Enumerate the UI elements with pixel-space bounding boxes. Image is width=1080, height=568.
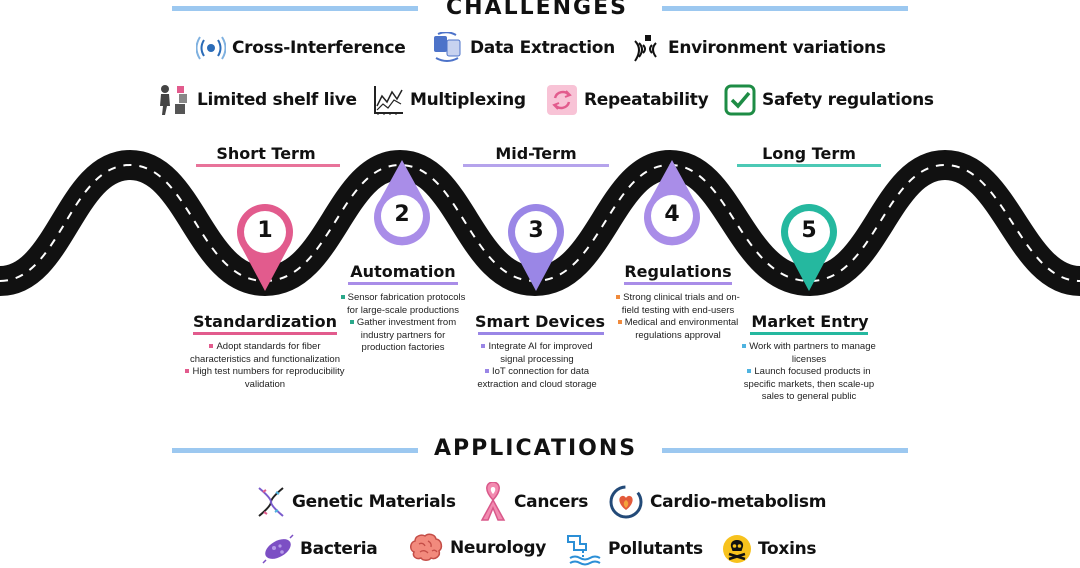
challenge-label: Limited shelf live xyxy=(197,90,357,110)
challenge-label: Safety regulations xyxy=(762,90,934,110)
application-cancers: Cancers xyxy=(478,482,588,522)
bullet: Launch focused products in specific mark… xyxy=(743,366,875,402)
stage-3-underline xyxy=(478,332,604,335)
dna-icon xyxy=(258,487,284,517)
term-short: Short Term xyxy=(216,144,316,163)
skull-hazard-icon xyxy=(723,535,751,563)
applications-rule-right xyxy=(662,448,908,453)
applications-rule-left xyxy=(172,448,418,453)
application-neurology: Neurology xyxy=(408,532,546,564)
application-label: Genetic Materials xyxy=(292,492,456,512)
applications-title: APPLICATIONS xyxy=(434,436,638,461)
bullet: Medical and environmental regulations ap… xyxy=(612,317,744,342)
stage-1-number: 1 xyxy=(257,218,273,243)
brain-icon xyxy=(410,533,443,561)
bullet: Strong clinical trials and on-field test… xyxy=(612,292,744,317)
challenge-environment-variations: Environment variations xyxy=(632,33,886,63)
application-pollutants: Pollutants xyxy=(566,532,703,566)
challenge-repeatability: Repeatability xyxy=(546,84,709,116)
ribbon-icon xyxy=(480,482,506,521)
stage-1-underline xyxy=(193,332,337,335)
term-long-line xyxy=(737,164,881,167)
stage-2-bullets: Sensor fabrication protocols for large-s… xyxy=(340,292,466,355)
bullet: Integrate AI for improved signal process… xyxy=(472,341,602,366)
challenge-label: Repeatability xyxy=(584,90,709,110)
term-mid-line xyxy=(463,164,609,167)
stage-4-bullets: Strong clinical trials and on-field test… xyxy=(612,292,744,342)
stage-5-bullets: Work with partners to manage licenses La… xyxy=(742,341,876,404)
stage-1-title: Standardization xyxy=(192,312,338,331)
challenge-safety-regulations: Safety regulations xyxy=(724,84,934,116)
line-chart-icon xyxy=(374,86,403,115)
stage-4-title: Regulations xyxy=(624,262,732,281)
person-boxes-icon xyxy=(160,85,187,115)
sound-waves-icon xyxy=(634,35,657,62)
application-label: Pollutants xyxy=(608,539,703,559)
application-label: Toxins xyxy=(758,539,817,559)
challenges-rule-right xyxy=(662,6,908,11)
stage-2-pin xyxy=(374,160,430,246)
application-cardio-metabolism: Cardio-metabolism xyxy=(608,484,826,520)
stage-1-bullets: Adopt standards for fiber characteristic… xyxy=(180,341,350,391)
stage-1-pin xyxy=(237,204,293,291)
bullet: IoT connection for data extraction and c… xyxy=(477,366,597,390)
stage-4-underline xyxy=(624,282,732,285)
bullet: Sensor fabrication protocols for large-s… xyxy=(340,292,466,317)
stage-5-title: Market Entry xyxy=(751,312,869,331)
data-cycle-icon xyxy=(434,32,461,62)
challenge-limited-shelf-live: Limited shelf live xyxy=(155,84,357,116)
application-label: Cardio-metabolism xyxy=(650,492,827,512)
repeat-arrows-icon xyxy=(547,85,577,115)
stage-3-pin xyxy=(508,204,564,291)
bullet: Gather investment from industry partners… xyxy=(340,317,466,355)
stage-3-bullets: Integrate AI for improved signal process… xyxy=(472,341,602,391)
stage-4-number: 4 xyxy=(664,202,680,227)
application-label: Cancers xyxy=(514,492,589,512)
bacteria-icon xyxy=(262,534,294,564)
checkbox-icon xyxy=(724,84,756,116)
term-short-line xyxy=(196,164,340,167)
challenges-title: CHALLENGES xyxy=(446,0,628,20)
stage-4-pin xyxy=(644,160,700,246)
signal-wave-icon xyxy=(196,36,226,60)
stage-3-title: Smart Devices xyxy=(474,312,605,331)
challenge-label: Data Extraction xyxy=(470,38,615,58)
heart-fire-icon xyxy=(609,485,643,519)
application-toxins: Toxins xyxy=(722,534,817,564)
bullet: Adopt standards for fiber characteristic… xyxy=(190,341,340,365)
term-mid: Mid-Term xyxy=(495,144,577,163)
stage-2-underline xyxy=(348,282,458,285)
application-label: Bacteria xyxy=(300,539,378,559)
challenge-data-extraction: Data Extraction xyxy=(430,32,615,64)
challenge-label: Cross-Interference xyxy=(232,38,406,58)
application-genetic-materials: Genetic Materials xyxy=(256,486,456,518)
stage-3-number: 3 xyxy=(528,218,544,243)
challenges-rule-left xyxy=(172,6,418,11)
application-label: Neurology xyxy=(450,538,546,558)
term-long: Long Term xyxy=(762,144,856,163)
challenge-label: Environment variations xyxy=(668,38,886,58)
stage-5-pin xyxy=(781,204,838,291)
stage-5-number: 5 xyxy=(801,218,817,243)
factory-pipe-icon xyxy=(567,535,601,566)
challenge-multiplexing: Multiplexing xyxy=(372,84,526,116)
stage-5-underline xyxy=(750,332,868,335)
challenge-cross-interference: Cross-Interference xyxy=(196,34,406,62)
stage-2-title: Automation xyxy=(350,262,456,281)
application-bacteria: Bacteria xyxy=(262,534,378,564)
bullet: Work with partners to manage licenses xyxy=(742,341,876,366)
stage-2-number: 2 xyxy=(394,202,410,227)
bullet: High test numbers for reproducibility va… xyxy=(180,366,350,391)
challenge-label: Multiplexing xyxy=(410,90,526,110)
